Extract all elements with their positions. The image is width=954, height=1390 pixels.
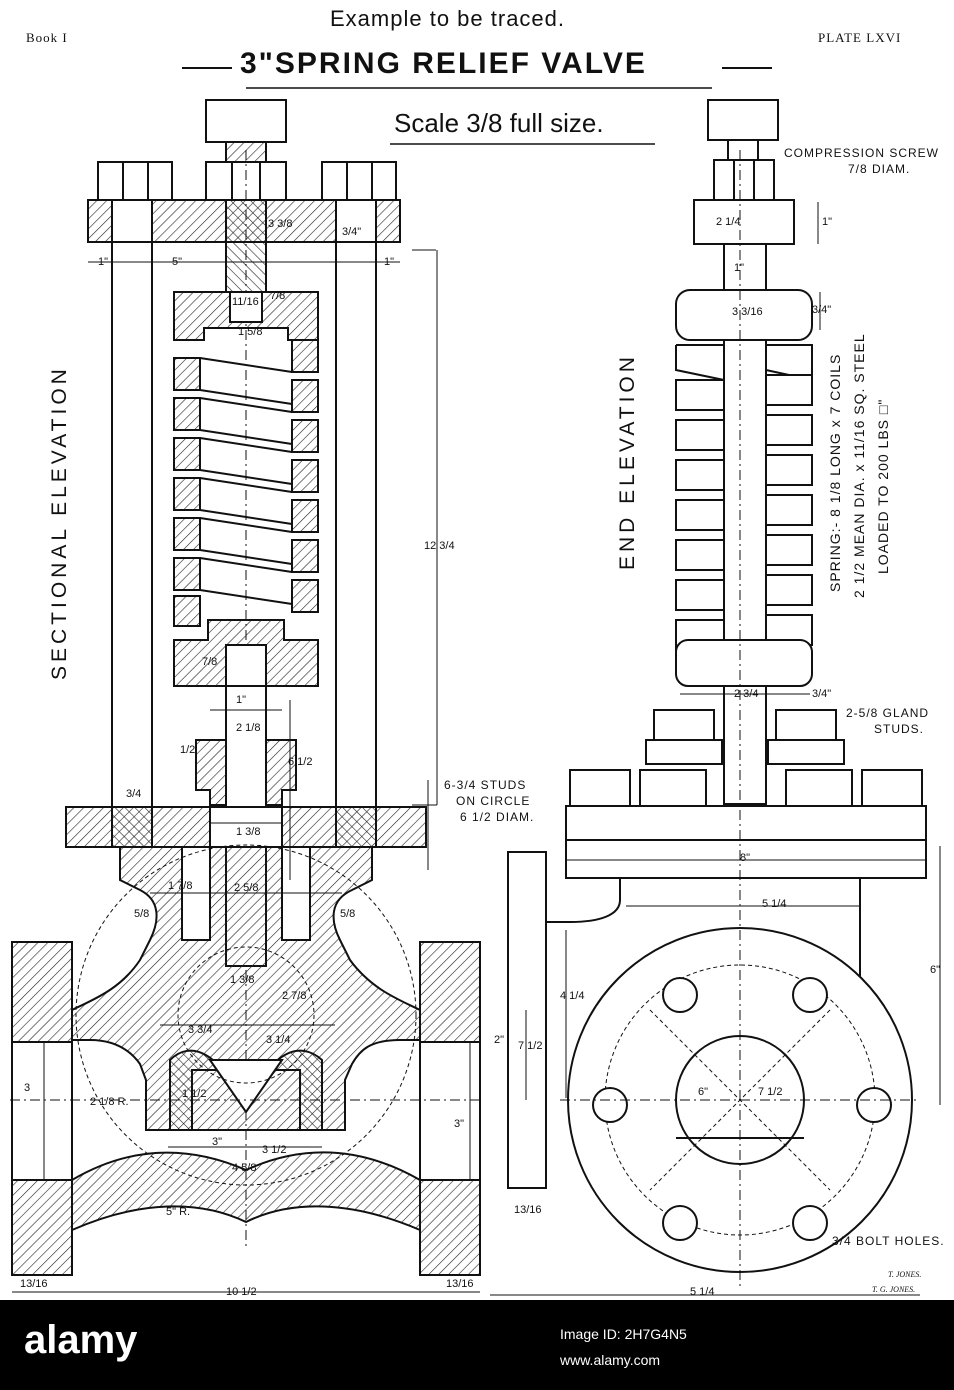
dim-1-c: 1" xyxy=(236,694,247,706)
dim-13-16-b: 13/16 xyxy=(446,1278,474,1290)
dim-1-1-2: 1 1/2 xyxy=(182,1088,207,1100)
dim-2-7-8: 2 7/8 xyxy=(282,990,307,1002)
dim-5-r: 5" R. xyxy=(166,1206,191,1218)
dim-e-1-b: 1" xyxy=(734,262,745,274)
spring-note-3: LOADED TO 200 LBS □" xyxy=(875,398,891,574)
dim-3-right: 3" xyxy=(454,1118,465,1130)
plate-label: PLATE LXVI xyxy=(818,30,902,45)
dim-2-1-8-r: 2 1/8 R. xyxy=(90,1096,129,1108)
dim-1-7-8: 1 7/8 xyxy=(168,880,193,892)
dim-1-3-8-b: 1 3/8 xyxy=(230,974,255,986)
scale-label: Scale 3/8 full size. xyxy=(394,108,604,138)
bolt-holes-note: 3/4 BOLT HOLES. xyxy=(832,1234,945,1248)
dim-3-a: 3" xyxy=(212,1136,223,1148)
subtitle: Example to be traced. xyxy=(330,6,566,31)
dim-e-5-1-4-a: 5 1/4 xyxy=(762,898,787,910)
dim-e-3-4-a: 3/4" xyxy=(812,304,832,316)
sectional-elevation xyxy=(10,99,481,1276)
watermark-footer xyxy=(0,1300,954,1390)
dim-1-3-8-a: 1 3/8 xyxy=(236,826,261,838)
dim-13-16-a: 13/16 xyxy=(20,1278,48,1290)
drawing-sheet: Book I PLATE LXVI Example to be traced. … xyxy=(10,6,945,1298)
dim-e-2-3-4: 2 3/4 xyxy=(734,688,759,700)
end-elevation-label: END ELEVATION xyxy=(616,353,639,570)
end-elevation xyxy=(507,99,927,1290)
watermark-url: www.alamy.com xyxy=(560,1352,661,1368)
dim-e-5-1-4-b: 5 1/4 xyxy=(690,1286,715,1298)
spring-note-2: 2 1/2 MEAN DIA. x 11/16 SQ. STEEL xyxy=(851,333,867,598)
dim-3-4-b: 3/4 xyxy=(126,788,142,800)
spring-note-1: SPRING:- 8 1/8 LONG x 7 COILS xyxy=(827,353,843,592)
sectional-elevation-label: SECTIONAL ELEVATION xyxy=(48,365,71,680)
title-rules xyxy=(182,67,772,145)
dim-3-left: 3 xyxy=(24,1082,31,1094)
end-spring-coils xyxy=(675,344,813,651)
dim-1-2-a: 1/2 xyxy=(180,744,196,756)
dim-e-13-16: 13/16 xyxy=(514,1204,542,1216)
gland-studs-note-2: STUDS. xyxy=(874,722,925,736)
signature-2: T. G. JONES. xyxy=(872,1285,916,1294)
dim-3-3-4: 3 3/4 xyxy=(188,1024,213,1036)
dim-1-a: 1" xyxy=(98,256,109,268)
dim-3-1-2: 3 1/2 xyxy=(262,1144,287,1156)
dim-e-7-1-2-b: 7 1/2 xyxy=(758,1086,783,1098)
studs-note-2: ON CIRCLE xyxy=(456,794,531,808)
compression-screw-diam: 7/8 DIAM. xyxy=(848,162,911,176)
dim-e-4-1-4: 4 1/4 xyxy=(560,990,585,1002)
dim-e-6-c: 6" xyxy=(698,1086,709,1098)
dim-e-2: 2" xyxy=(494,1034,505,1046)
dim-10-1-2: 10 1/2 xyxy=(226,1286,257,1298)
dim-e-8: 8" xyxy=(740,852,751,864)
studs-note-1: 6-3/4 STUDS xyxy=(444,778,527,792)
gland-studs-note: 2-5/8 GLAND xyxy=(846,706,930,720)
sectional-dimension-lines xyxy=(12,249,480,1293)
dim-2-5-8: 2 5/8 xyxy=(234,882,259,894)
watermark-brand: alamy xyxy=(24,1318,138,1362)
dim-e-1-a: 1" xyxy=(822,216,833,228)
studs-note-3: 6 1/2 DIAM. xyxy=(460,810,535,824)
dim-e-3-4-b: 3/4" xyxy=(812,688,832,700)
dim-2-1-8: 2 1/8 xyxy=(236,722,261,734)
dim-e-7-1-2-a: 7 1/2 xyxy=(518,1040,543,1052)
dim-5-8-a: 5/8 xyxy=(134,908,150,920)
dim-7-8-b: 7/8 xyxy=(202,656,218,668)
dim-e-6: 6" xyxy=(930,964,941,976)
spring-coils xyxy=(173,339,319,627)
dim-1-b: 1" xyxy=(384,256,395,268)
signature-1: T. JONES. xyxy=(888,1270,922,1279)
page-title: 3"SPRING RELIEF VALVE xyxy=(240,47,647,80)
dim-12-3-4: 12 3/4 xyxy=(424,540,455,552)
technical-drawing xyxy=(10,67,941,1296)
dim-5-8-b: 5/8 xyxy=(340,908,356,920)
dim-3-4-a: 3/4" xyxy=(342,226,362,238)
dim-1-5-8: 1 5/8 xyxy=(238,326,263,338)
dim-e-3-3-16: 3 3/16 xyxy=(732,306,763,318)
dim-e-2-1-4: 2 1/4 xyxy=(716,216,741,228)
book-label: Book I xyxy=(26,30,68,45)
watermark-image-id: Image ID: 2H7G4N5 xyxy=(560,1326,687,1342)
dim-7-8-a: 7/8 xyxy=(270,290,286,302)
dim-4-5-8: 4 5/8 xyxy=(232,1162,257,1174)
end-dimension-lines xyxy=(490,202,941,1296)
dim-3-3-8: 3 3/8 xyxy=(268,218,293,230)
dim-6-1-2: 6 1/2 xyxy=(288,756,313,768)
dim-5: 5" xyxy=(172,256,183,268)
dim-3-1-4: 3 1/4 xyxy=(266,1034,291,1046)
compression-screw-note: COMPRESSION SCREW xyxy=(784,146,940,160)
dim-11-16: 11/16 xyxy=(232,296,259,308)
